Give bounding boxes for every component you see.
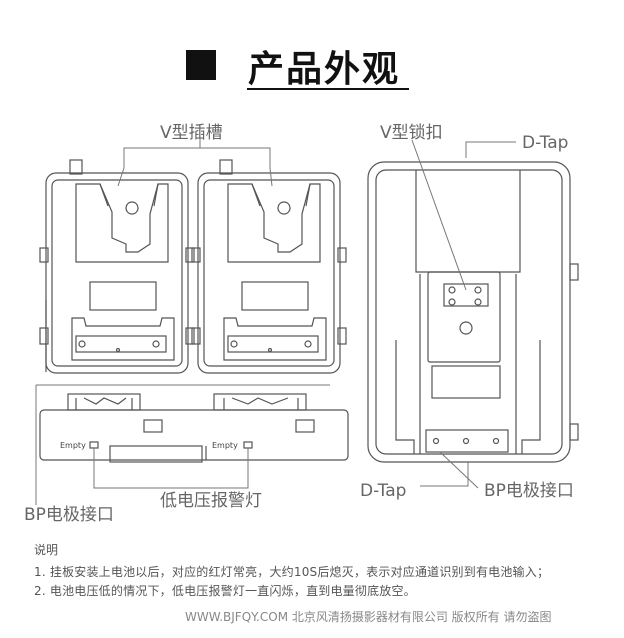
- v-slot-label: V型插槽: [160, 123, 223, 143]
- notes-title: 说明: [34, 543, 59, 557]
- low-voltage-label: 低电压报警灯: [160, 491, 262, 511]
- empty-label-right: Empty: [212, 441, 238, 450]
- v-mount-plate-left: [39, 159, 195, 374]
- d-tap-top-label: D-Tap: [522, 133, 568, 153]
- watermark: WWW.BJFQY.COM 北京风清扬摄影器材有限公司 版权所有 请勿盗图: [185, 610, 552, 624]
- title-underline: [247, 88, 409, 90]
- base-side-view: [39, 393, 349, 463]
- d-tap-bottom-label: D-Tap: [360, 481, 406, 501]
- v-lock-label: V型锁扣: [380, 123, 443, 143]
- page-title: 产品外观: [248, 49, 401, 90]
- product-diagram: Empty Empty V型插槽 V型锁扣 D-Tap BP电极接口 低电压报警…: [24, 123, 579, 525]
- bp-right-label: BP电极接口: [484, 481, 574, 501]
- v-mount-plate-right: [191, 159, 347, 374]
- note-item-2: 2. 电池电压低的情况下，低电压报警灯一直闪烁，直到电量彻底放空。: [34, 584, 416, 598]
- empty-label-left: Empty: [60, 441, 86, 450]
- bp-left-label: BP电极接口: [24, 505, 114, 525]
- v-lock-back-view: [367, 161, 579, 463]
- note-item-1: 1. 挂板安装上电池以后，对应的红灯常亮，大约10S后熄灭，表示对应通道识别到有…: [34, 565, 550, 579]
- title-square-mark: [186, 50, 216, 80]
- page-header: 产品外观: [186, 38, 406, 90]
